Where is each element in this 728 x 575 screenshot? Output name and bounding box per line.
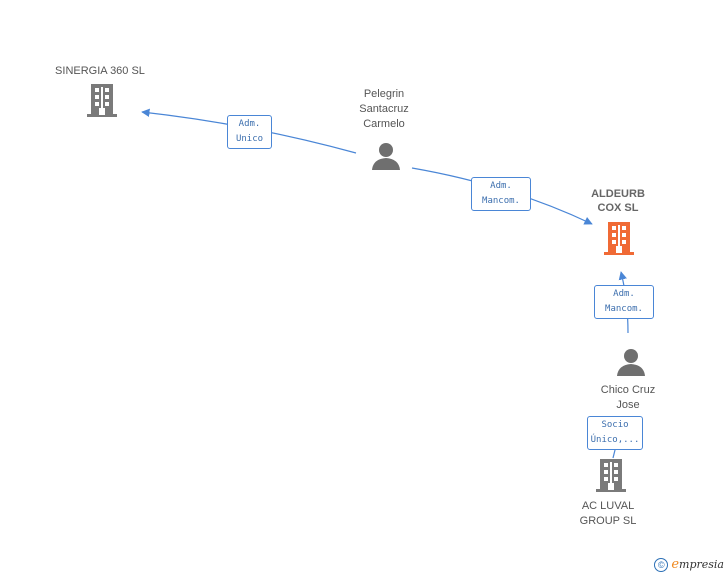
- person-icon: [617, 349, 645, 376]
- badge-line: Adm.: [613, 289, 635, 299]
- relation-badge[interactable]: Adm. Unico: [227, 115, 272, 149]
- relation-badge[interactable]: Adm. Mancom.: [471, 177, 531, 211]
- building-icon: [87, 84, 117, 117]
- node-label-line: Pelegrin: [363, 88, 405, 100]
- relation-badge[interactable]: Socio Único,...: [587, 416, 643, 450]
- node-label-line: ALDEURB: [591, 188, 645, 200]
- node-label: SINERGIA 360 SL: [55, 65, 145, 77]
- copyright-icon: ©: [654, 557, 669, 572]
- badge-line: Socio: [601, 420, 629, 430]
- badge-line: Único,...: [590, 435, 640, 445]
- badge-line: Unico: [235, 134, 264, 144]
- node-pelegrin[interactable]: Pelegrin Santacruz Carmelo: [334, 87, 434, 132]
- node-label-line: Chico Cruz: [600, 384, 656, 396]
- node-label-line: Carmelo: [363, 118, 405, 130]
- badge-line: Adm.: [238, 119, 261, 129]
- node-label-line: Santacruz: [359, 103, 409, 115]
- badge-line: Adm.: [490, 181, 512, 191]
- node-label-line: GROUP SL: [579, 515, 637, 527]
- brand-footer: ©empresia: [654, 557, 724, 572]
- node-sinergia[interactable]: SINERGIA 360 SL: [40, 64, 160, 79]
- relation-badge[interactable]: Adm. Mancom.: [594, 285, 654, 319]
- badge-line: Mancom.: [482, 196, 520, 206]
- node-label-line: AC LUVAL: [581, 500, 635, 512]
- node-aldeurb[interactable]: ALDEURB COX SL: [568, 187, 668, 215]
- node-label-line: Jose: [616, 399, 640, 411]
- badge-line: Mancom.: [605, 304, 643, 314]
- building-icon: [596, 459, 626, 492]
- brand-logo: empresia: [671, 557, 724, 572]
- building-icon: [604, 222, 634, 255]
- person-icon: [372, 143, 400, 170]
- node-acluval[interactable]: AC LUVAL GROUP SL: [558, 499, 658, 529]
- node-label-line: COX SL: [597, 202, 639, 214]
